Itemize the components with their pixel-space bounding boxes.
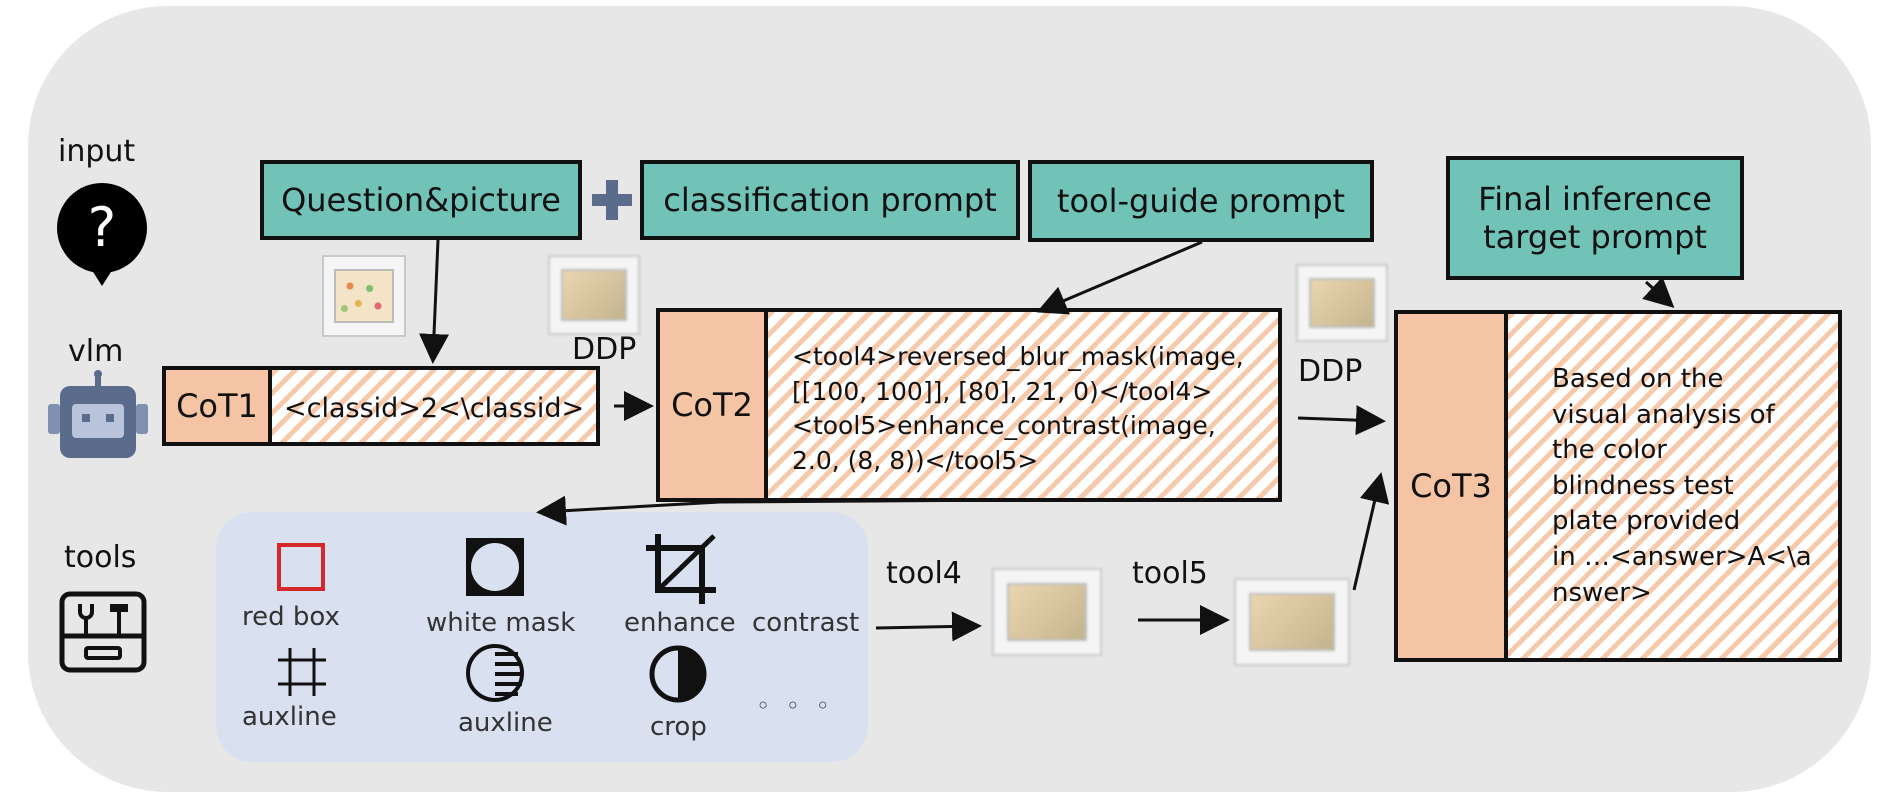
auxline-label-2: auxline — [458, 708, 553, 738]
tool5-step-label: tool5 — [1132, 556, 1208, 591]
tool4-result-thumbnail — [992, 568, 1102, 656]
tool-palette: red box white mask enhance contrast auxl… — [216, 512, 868, 762]
more-tools-ellipsis: ◦ ◦ ◦ — [756, 692, 834, 720]
auxline-grid-icon — [276, 646, 328, 698]
cot2-output-text: <tool4>reversed_blur_mask(image, [[100, … — [792, 342, 1244, 475]
final-inference-prompt-box: Final inference target prompt — [1446, 156, 1744, 280]
question-picture-box: Question&picture — [260, 160, 582, 240]
arrow-toolguide-to-cot2 — [1036, 240, 1203, 315]
ddp-label-1: DDP — [572, 332, 637, 367]
tool4-step-label: tool4 — [886, 556, 962, 591]
cot3-label: CoT3 — [1410, 467, 1492, 505]
question-bubble-icon: ? — [54, 182, 150, 292]
crop-label: crop — [650, 712, 707, 742]
toolbox-icon — [58, 590, 148, 674]
svg-text:?: ? — [88, 196, 117, 259]
contrast-label: contrast — [752, 608, 860, 638]
question-picture-text: Question&picture — [281, 180, 561, 219]
cot3-output-box: Based on the visual analysis of the colo… — [1504, 310, 1842, 662]
ddp-image-thumbnail-2 — [1296, 264, 1388, 342]
tools-label: tools — [64, 540, 137, 575]
arrow-tool5-to-cot3 — [1352, 472, 1390, 591]
tool-guide-prompt-box: tool-guide prompt — [1028, 160, 1374, 242]
classification-prompt-text: classification prompt — [663, 180, 997, 219]
cot1-output-box: <classid>2<\classid> — [268, 366, 600, 446]
input-image-thumbnail — [322, 255, 406, 337]
ddp-label-2: DDP — [1298, 354, 1363, 389]
classification-prompt-box: classification prompt — [640, 160, 1020, 240]
auxline-lines-icon — [464, 642, 526, 704]
red-box-icon — [276, 542, 326, 592]
tool-guide-prompt-text: tool-guide prompt — [1056, 181, 1346, 220]
vlm-label: vlm — [68, 334, 124, 369]
cot1-output-text: <classid>2<\classid> — [284, 393, 585, 424]
plus-icon — [590, 178, 634, 222]
arrow-final-prompt-to-cot3 — [1642, 276, 1675, 309]
input-label: input — [58, 134, 136, 169]
arrow-question-to-cot1 — [419, 239, 450, 364]
auxline-label-1: auxline — [242, 702, 337, 732]
cot1-label: CoT1 — [176, 387, 258, 425]
arrow-tools-to-tool4 — [875, 611, 982, 642]
enhance-label: enhance — [624, 608, 736, 638]
final-inference-line-1: Final inference — [1478, 179, 1712, 218]
white-mask-icon — [466, 538, 524, 596]
cot1-box: CoT1 — [162, 366, 272, 446]
cot2-label: CoT2 — [671, 386, 753, 424]
robot-icon — [44, 370, 152, 462]
tool5-result-thumbnail — [1234, 578, 1350, 666]
contrast-circle-icon — [648, 644, 708, 704]
red-box-label: red box — [242, 602, 340, 632]
crop-tool-icon — [644, 532, 718, 606]
arrow-cot2-to-tools — [536, 495, 1025, 526]
cot3-box: CoT3 — [1394, 310, 1508, 662]
arrow-cot2-to-cot3 — [1297, 405, 1386, 436]
white-mask-label: white mask — [426, 608, 576, 638]
ddp-image-thumbnail-1 — [548, 255, 640, 335]
cot3-output-text: Based on the visual analysis of the colo… — [1552, 364, 1812, 608]
final-inference-line-2: target prompt — [1483, 218, 1707, 256]
